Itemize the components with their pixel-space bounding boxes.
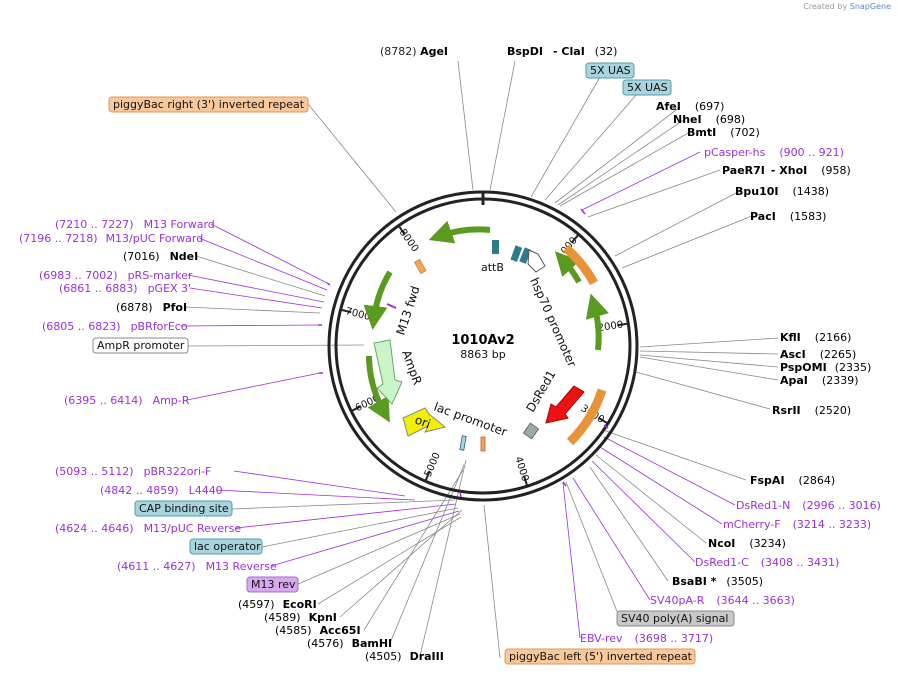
enzyme-ApaI: ApaI(2339) [780,374,858,387]
enzyme-AfeI: AfeI(697) [656,100,724,113]
green-feature-left [363,270,393,330]
tick-mark-3 [523,475,528,486]
enzyme-BspDI: BspDI- ClaI(32) [507,45,617,58]
enzyme-PspOMI: PspOMI(2335) [780,361,871,374]
plasmid-size: 8863 bp [460,348,505,361]
box-ampPromoter: AmpR promoter [97,339,185,352]
orange-feature-upper [562,244,598,286]
snapgene-credit: Created by SnapGene [803,2,891,11]
uas-box-1 [510,245,523,262]
plasmid-name: 1010Av2 [451,333,514,348]
tick-mark-6 [341,308,352,314]
m13fwd-label: M13 fwd [394,284,423,337]
ampr-label: AmpR [399,348,424,386]
primer-DsRed1C: DsRed1-C(3408 .. 3431) [695,556,839,569]
piggy-right-box [413,258,427,275]
primer-pBRforEco: (6805 .. 6823)pBRforEco [42,320,188,333]
tick-mark-0 [570,234,579,244]
boxed-labels: 5X UAS 5X UAS piggyBac right (3') invert… [92,62,735,665]
primer-mCherryF: mCherry-F(3214 .. 3233) [723,518,871,531]
hsp70-arrow [527,249,546,273]
primer-labels: pCasper-hs(900 .. 921) (7210 .. 7227)M13… [19,146,881,645]
primer-pRSmarker: (6983 .. 7002)pRS-marker [39,269,193,282]
enzyme-BmtI: BmtI(702) [687,126,760,139]
box-cap: CAP binding site [139,502,229,515]
tick-mark-4 [424,470,431,481]
primer-M13Forward: (7210 .. 7227)M13 Forward [55,218,215,231]
leader-lines [179,60,779,659]
tick-mark-7 [398,225,406,236]
tick-label-3: 4000 [512,455,530,483]
primer-L4440: (4842 .. 4859)L4440 [100,484,223,497]
attB-label: attB [481,261,504,274]
enzyme-BamHI: (4576)BamHI [307,637,392,650]
green-feature-right1 [554,251,582,284]
box-sv40: SV40 poly(A) signal [621,612,728,625]
enzyme-labels: (8782) AgeI BspDI- ClaI(32) AfeI(697) Nh… [116,45,871,663]
credit-brand: SnapGene [849,2,891,11]
credit-prefix: Created by [803,2,848,11]
pb-left-box [480,436,486,452]
enzyme-KflI: KflI(2166) [780,331,851,344]
tick-mark-2 [597,416,608,424]
primer-pCasper: pCasper-hs(900 .. 921) [704,146,844,159]
enzyme-RsrII: RsrII(2520) [772,404,851,417]
primer-M13pUCReverse: (4624 .. 4646)M13/pUC Reverse [55,522,241,535]
primer-M13pUCForward: (7196 .. 7218)M13/pUC Forward [19,232,203,245]
enzyme-Bpu10I: Bpu10I(1438) [735,185,829,198]
orange-feature-lower [566,388,607,446]
sv40-box [522,422,540,440]
tick-label-4: 5000 [423,451,443,479]
enzyme-BsaBI: BsaBI *(3505) [672,575,763,588]
tick-label-6: 7000 [344,306,371,323]
enzyme-PacI: PacI(1583) [750,210,826,223]
box-m13rev: M13 rev [251,578,296,591]
uas-box-2 [519,247,532,264]
box-pbRight: piggyBac right (3') inverted repeat [113,98,305,111]
box-uas2: 5X UAS [627,81,668,94]
tick-label-1: 2000 [597,319,624,334]
enzyme-NcoI: NcoI(3234) [708,537,786,550]
enzyme-KpnI: (4589)KpnI [264,611,337,624]
ampr-arrow [373,339,403,405]
primer-pGEX3: (6861 .. 6883)pGEX 3' [59,282,191,295]
backbone [327,190,639,502]
enzyme-AgeI: (8782) AgeI [380,45,448,58]
box-uas1: 5X UAS [590,64,631,77]
tick-mark-1 [617,322,628,327]
box-lacOperator: lac operator [194,540,261,553]
primer-pBR322: (5093 .. 5112)pBR322ori-F [55,465,211,478]
enzyme-EcoRI: (4597)EcoRI [238,598,317,611]
green-feature-right2 [585,293,609,351]
enzyme-NdeI: (7016)NdeI [123,250,198,263]
green-feature-top [428,220,491,244]
tick-mark-5 [351,405,362,412]
features [318,208,609,498]
ori-label: ori [413,413,432,431]
hsp70-label: hsp70 promoter [527,276,579,370]
enzyme-PaeR7I: PaeR7I- XhoI(958) [722,164,851,177]
enzyme-NheI: NheI(698) [673,113,745,126]
lac-label: lac promoter [432,400,509,439]
green-feature-left-lower [366,355,390,423]
tick-label-7: 8000 [397,227,421,254]
enzyme-PfoI: (6878)PfoI [116,301,187,314]
primer-DsRed1N: DsRed1-N(2996 .. 3016) [736,499,881,512]
primer-AmpR: (6395 .. 6414)Amp-R [64,394,190,407]
primer-EBVrev: EBV-rev(3698 .. 3717) [580,632,713,645]
primer-SV40pAR: SV40pA-R(3644 .. 3663) [650,594,795,607]
box-pbLeft: piggyBac left (5') inverted repeat [509,650,693,663]
enzyme-AscI: AscI(2265) [780,348,856,361]
ori-arrow [402,407,447,437]
attB-box [492,240,499,254]
cap-box [459,435,467,451]
enzyme-DraIII: (4505)DraIII [365,650,444,663]
enzyme-Acc65I: (4585)Acc65I [275,624,361,637]
primer-M13Reverse: (4611 .. 4627)M13 Reverse [117,560,277,573]
enzyme-FspAI: FspAI(2864) [750,474,835,487]
dsred1-arrow [545,385,585,424]
